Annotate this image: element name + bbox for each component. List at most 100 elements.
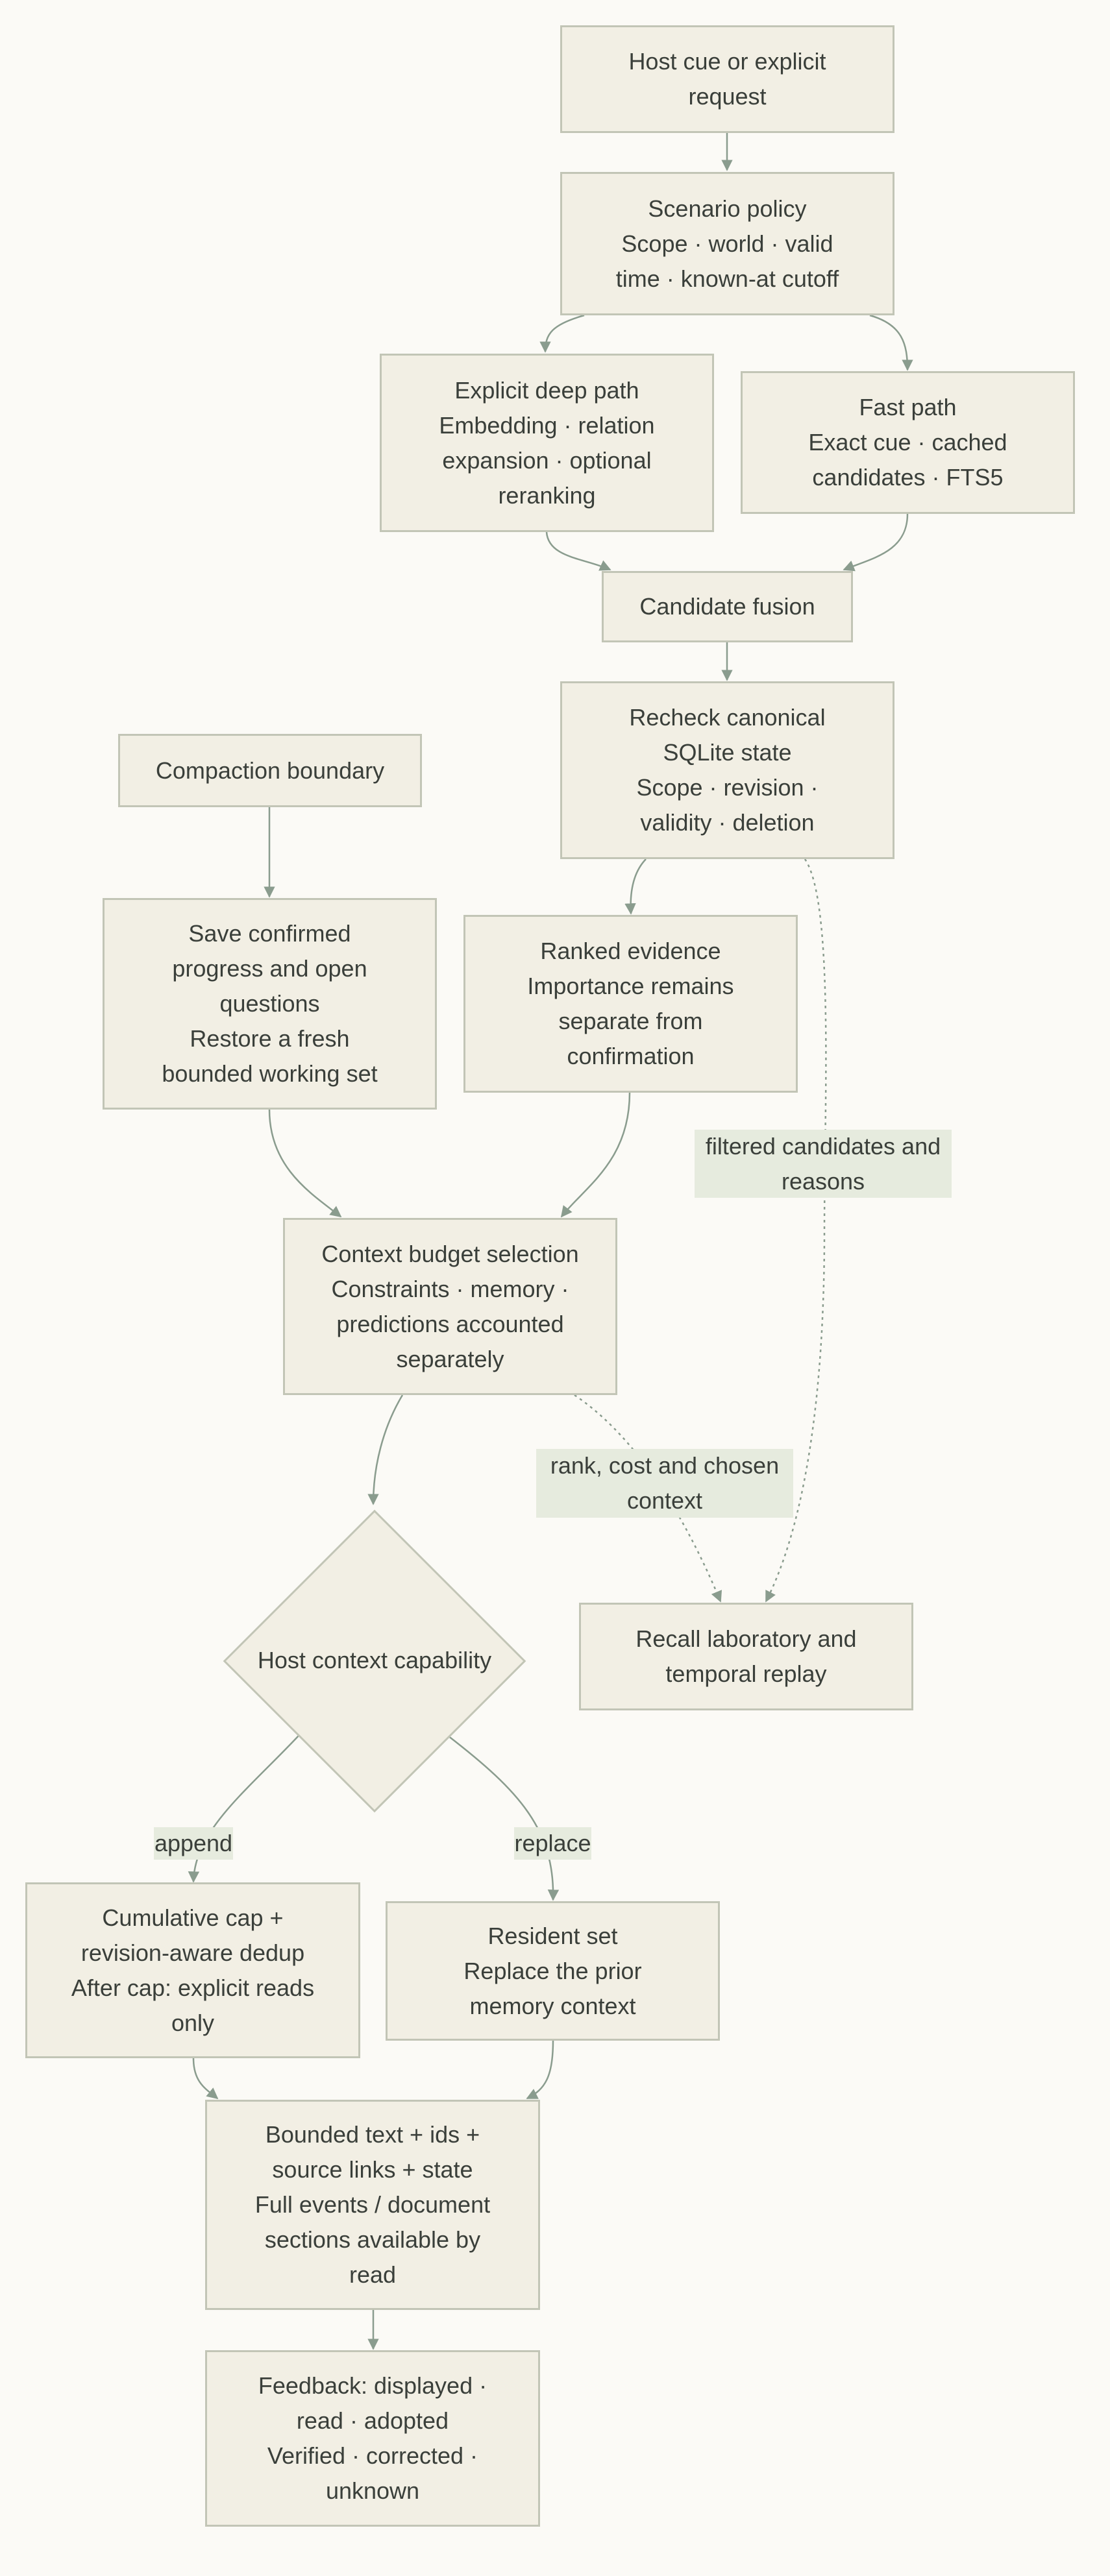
label-line: memory context <box>469 1992 636 2019</box>
label-line: Importance remains <box>527 973 734 999</box>
label-line: candidates · FTS5 <box>812 464 1004 491</box>
edge-recheck-to-ranked-evidence <box>624 858 647 915</box>
label-line: Scope · world · valid <box>621 230 833 257</box>
label-line: time · known-at cutoff <box>615 265 839 292</box>
label-line: Replace the prior <box>463 1957 642 1984</box>
edge-ranked-evidence-to-context-budget <box>560 1092 631 1218</box>
label-line: Feedback: displayed · <box>258 2372 487 2399</box>
label-line: read · adopted <box>296 2407 449 2434</box>
label-line: Constraints · memory · <box>331 1275 569 1302</box>
label-line: questions <box>219 990 320 1017</box>
label-text: Candidate fusion <box>639 589 815 624</box>
decision-label: Host context capability <box>221 1628 528 1693</box>
label-line: replace <box>514 1830 591 1856</box>
label-line: expansion · optional <box>442 446 652 474</box>
label-text: replace <box>514 1826 591 1861</box>
edge-fast-path-to-candidate-fusion <box>843 513 909 572</box>
label-line: request <box>688 83 767 110</box>
label-line: only <box>171 2009 215 2036</box>
label-line: Resident set <box>487 1922 618 1949</box>
edge-host-capability-to-cumulative-cap <box>188 1735 299 1883</box>
label-line: bounded working set <box>162 1060 378 1087</box>
edge-recheck-to-recall-lab <box>765 858 827 1603</box>
label-line: predictions accounted <box>336 1310 564 1337</box>
label-line: After cap: explicit reads <box>71 1974 315 2001</box>
label-line: reasons <box>781 1167 865 1195</box>
label-line: SQLite state <box>663 739 792 766</box>
label-line: append <box>154 1830 233 1856</box>
label-line: Scope · revision · <box>636 774 819 801</box>
label-line: Context budget selection <box>321 1240 579 1267</box>
label-line: Embedding · relation <box>439 411 655 439</box>
edge-cumulative-cap-to-bounded-text <box>192 2058 219 2100</box>
label-line: Fast path <box>859 394 957 420</box>
label-line: Recheck canonical <box>629 704 826 731</box>
label-line: rank, cost and chosen <box>550 1452 780 1479</box>
label-line: Exact cue · cached <box>808 429 1007 456</box>
label-text: Host context capability <box>258 1643 491 1678</box>
label-text: filtered candidates and reasons <box>706 1129 941 1199</box>
node-bounded-text: Bounded text + ids + source links + state… <box>205 2100 540 2310</box>
label-line: Compaction boundary <box>155 757 385 784</box>
label-line: reranking <box>498 481 596 509</box>
label-line: Host context capability <box>257 1647 492 1673</box>
label-line: Host cue or explicit <box>628 48 826 75</box>
label-line: Explicit deep path <box>454 376 639 404</box>
label-line: separate from <box>558 1008 703 1034</box>
label-line: filtered candidates and <box>705 1132 941 1160</box>
edge-resident-set-to-bounded-text <box>526 2040 554 2100</box>
label-line: context <box>626 1487 703 1514</box>
label-line: Scenario policy <box>648 195 807 222</box>
label-line: unknown <box>325 2477 420 2504</box>
edge-deep-path-to-candidate-fusion <box>545 531 611 571</box>
label-text: Save confirmed progress and open questions… <box>162 916 377 1091</box>
edge-context-budget-to-host-capability <box>367 1394 404 1505</box>
edge-label-replace: replace <box>514 1827 591 1860</box>
label-line: Bounded text + ids + <box>265 2121 480 2148</box>
label-line: source links + state <box>272 2156 473 2183</box>
node-host-cue: Host cue or explicit request <box>560 25 894 133</box>
label-line: Verified · corrected · <box>267 2442 478 2469</box>
label-line: sections available by <box>264 2226 481 2253</box>
label-text: Compaction boundary <box>156 753 384 788</box>
label-line: Restore a fresh <box>190 1025 350 1052</box>
label-text: append <box>154 1826 232 1861</box>
edge-label-append: append <box>154 1827 233 1860</box>
label-line: read <box>349 2261 397 2288</box>
node-save-confirmed: Save confirmed progress and open questions… <box>103 898 437 1110</box>
label-text: rank, cost and chosen context <box>550 1448 779 1518</box>
label-line: Ranked evidence <box>540 938 721 964</box>
edge-label-filtered-candidates: filtered candidates and reasons <box>695 1130 952 1198</box>
edge-host-capability-to-resident-set <box>447 1735 560 1901</box>
label-line: Candidate fusion <box>639 593 815 620</box>
label-line: progress and open <box>172 955 367 982</box>
label-text: Bounded text + ids + source links + state… <box>255 2117 490 2292</box>
node-candidate-fusion: Candidate fusion <box>602 571 853 642</box>
label-line: Cumulative cap + <box>102 1904 284 1931</box>
label-line: Save confirmed <box>188 920 351 947</box>
label-line: separately <box>396 1345 504 1372</box>
edge-label-rank-cost: rank, cost and chosen context <box>536 1449 793 1518</box>
label-line: Full events / document <box>254 2191 491 2218</box>
label-text: Host cue or explicit request <box>628 44 826 114</box>
label-line: revision-aware dedup <box>80 1939 305 1966</box>
label-line: confirmation <box>567 1043 695 1069</box>
edge-save-confirmed-to-context-budget <box>268 1109 342 1218</box>
